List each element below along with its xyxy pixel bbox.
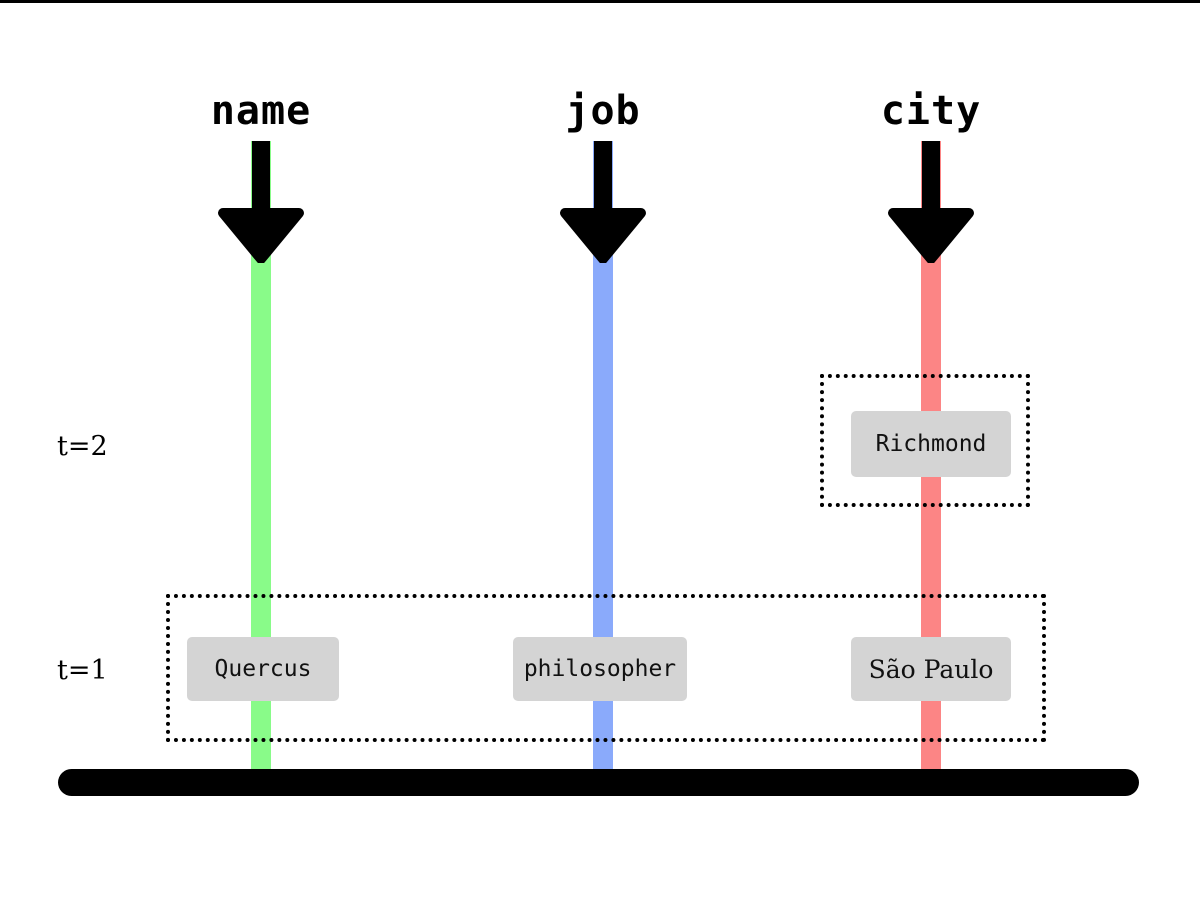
value-chip-city-t1[interactable]: São Paulo [851, 637, 1011, 701]
column-header-job: job [565, 88, 641, 134]
down-arrow-icon-name [217, 141, 305, 263]
selection-box-t2[interactable] [820, 374, 1030, 507]
down-arrow-icon-job [559, 141, 647, 263]
value-chip-job-t1[interactable]: philosopher [513, 637, 687, 701]
time-label-t2: t=2 [57, 431, 108, 462]
timeline-baseline-bar [58, 769, 1139, 796]
time-label-t1: t=1 [57, 655, 108, 686]
attribute-stripe-job [593, 141, 613, 782]
value-chip-city-t2[interactable]: Richmond [851, 411, 1011, 477]
column-header-city: city [880, 88, 982, 134]
down-arrow-icon-city [887, 141, 975, 263]
selection-box-t1[interactable] [166, 594, 1046, 742]
column-header-name: name [210, 88, 312, 134]
attribute-stripe-name [251, 141, 271, 782]
value-chip-name-t1[interactable]: Quercus [187, 637, 339, 701]
